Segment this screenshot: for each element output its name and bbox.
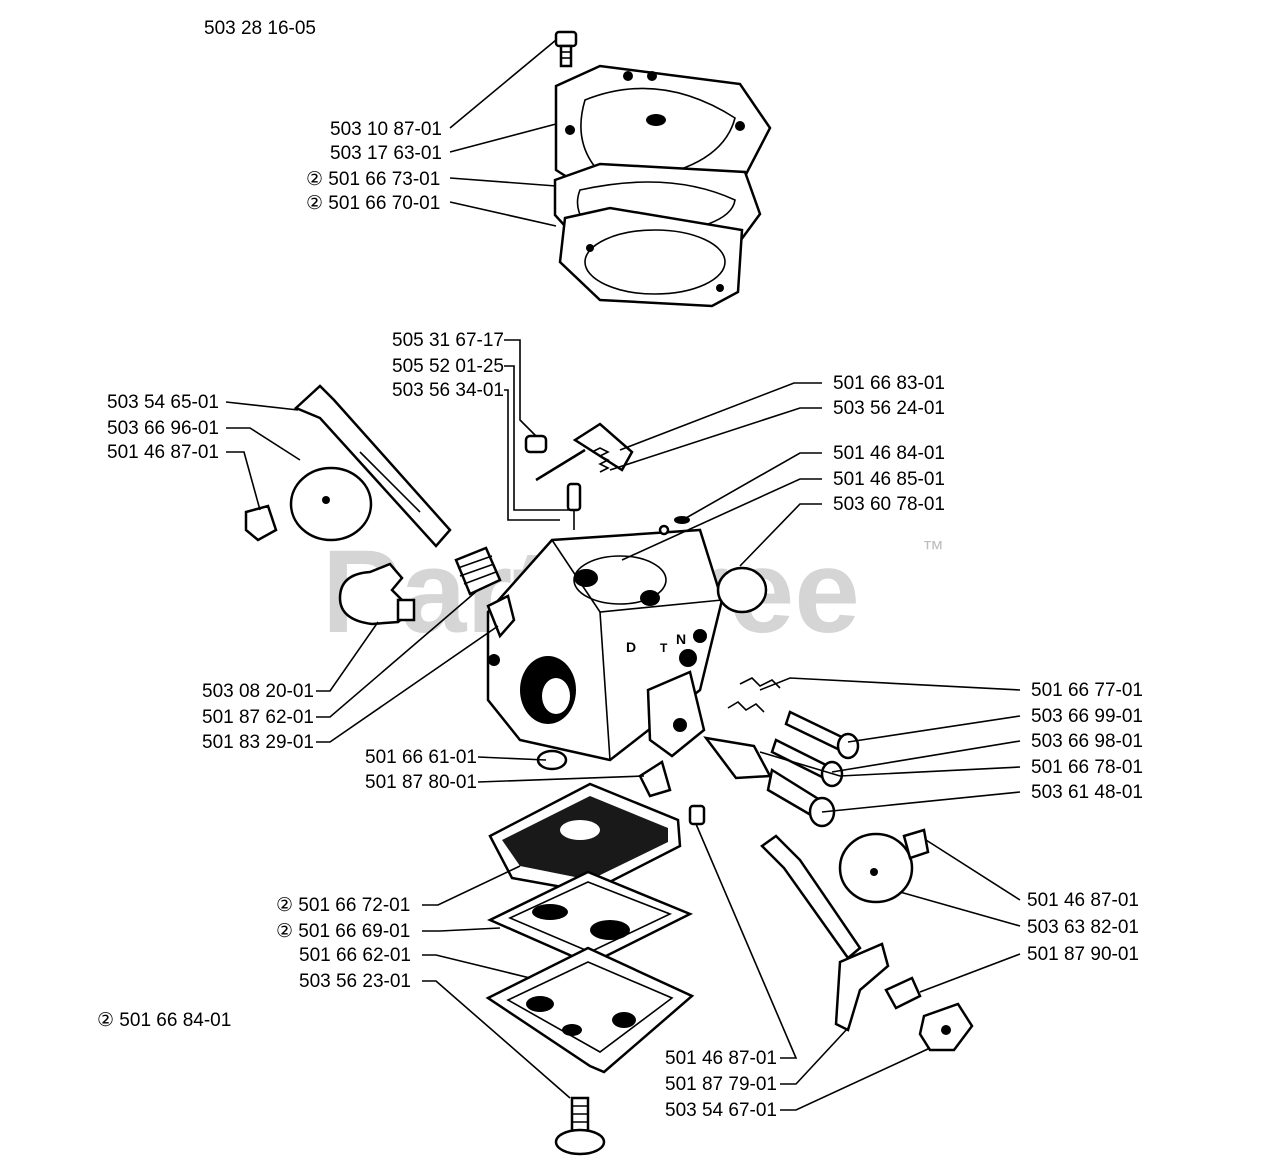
throttle-shaft-part — [760, 828, 974, 1052]
label-lever-b: 501 87 80-01 — [365, 772, 477, 793]
label-gasket-top: ② 501 66 70-01 — [306, 193, 440, 214]
label-screw-right: 501 46 87-01 — [1027, 890, 1139, 911]
label-clip: 501 87 90-01 — [1027, 944, 1139, 965]
svg-text:D: D — [626, 639, 636, 655]
diagram-title: 503 28 16-05 — [204, 18, 316, 39]
label-throttle-plate: 503 63 82-01 — [1027, 917, 1139, 938]
label-choke-plate: 503 66 96-01 — [107, 418, 219, 439]
label-screen: 501 66 62-01 — [299, 945, 411, 966]
part-labels: 503 10 87-01 503 17 63-01 ② 501 66 73-01… — [107, 119, 1143, 1121]
label-lever-a: 501 66 83-01 — [833, 373, 945, 394]
label-needle-l: 503 66 98-01 — [1031, 731, 1143, 752]
label-plug-a: 501 46 84-01 — [833, 443, 945, 464]
label-throttle-shaft: 503 54 67-01 — [665, 1100, 777, 1121]
label-diaphragm-top: ② 501 66 73-01 — [306, 169, 440, 190]
pump-gasket-part — [487, 870, 694, 966]
label-choke-shaft: 503 54 65-01 — [107, 392, 219, 413]
label-throttle-shaft-top: 505 31 67-17 — [392, 330, 504, 351]
label-plug-cap: 503 60 78-01 — [833, 494, 945, 515]
kit-note: ② 501 66 84-01 — [97, 1010, 231, 1031]
trademark: ™ — [922, 536, 944, 561]
label-idle-screw: 503 61 48-01 — [1031, 782, 1143, 803]
label-shaft-pin: 505 52 01-25 — [392, 356, 504, 377]
pump-diaphragm-part — [488, 782, 682, 894]
pump-cover-part — [485, 946, 695, 1074]
label-pump-cover: 503 56 23-01 — [299, 971, 411, 992]
svg-text:T: T — [660, 641, 668, 655]
screw-bottom-part — [554, 1096, 606, 1156]
screw-top-part — [554, 30, 578, 68]
choke-shaft-part — [244, 384, 516, 639]
label-screw-left: 501 46 87-01 — [107, 442, 219, 463]
label-spring-c: 501 66 78-01 — [1031, 757, 1143, 778]
shaft-top-part — [524, 422, 768, 614]
label-screw-bottom: 501 46 87-01 — [665, 1048, 777, 1069]
label-spring-a: 503 56 24-01 — [833, 398, 945, 419]
label-pump-gasket: ② 501 66 69-01 — [276, 921, 410, 942]
gasket-top-part — [558, 206, 744, 308]
label-needle: 503 56 34-01 — [392, 380, 504, 401]
label-cover-top: 503 17 63-01 — [330, 143, 442, 164]
label-lever-c: 501 87 79-01 — [665, 1074, 777, 1095]
label-fitting: 503 08 20-01 — [202, 681, 314, 702]
label-plug-b: 501 46 85-01 — [833, 469, 945, 490]
label-screw-top: 503 10 87-01 — [330, 119, 442, 140]
label-pump-diaphragm: ② 501 66 72-01 — [276, 895, 410, 916]
svg-text:N: N — [676, 631, 686, 647]
label-spring-left: 501 87 62-01 — [202, 707, 314, 728]
label-detent: 501 83 29-01 — [202, 732, 314, 753]
leader-lines — [225, 39, 1021, 1111]
carburetor-body-part: D T N — [486, 528, 724, 762]
label-spring-b: 501 66 77-01 — [1031, 680, 1143, 701]
label-washer: 501 66 61-01 — [365, 747, 477, 768]
label-needle-h: 503 66 99-01 — [1031, 706, 1143, 727]
